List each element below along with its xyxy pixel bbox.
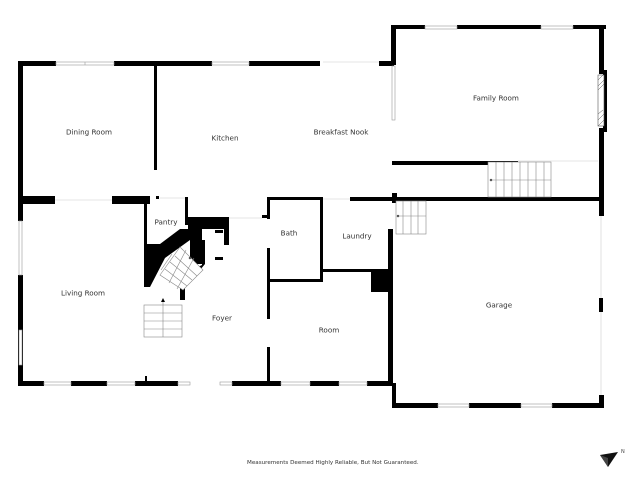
room-label-bath: Bath [280, 228, 298, 238]
room-label-pantry: Pantry [154, 217, 178, 227]
room-label-living-room: Living Room [60, 288, 106, 298]
room-label-garage: Garage [485, 300, 513, 310]
room-label-breakfast-nook: Breakfast Nook [313, 127, 369, 137]
room-label-room: Room [318, 325, 340, 335]
room-label-laundry: Laundry [342, 231, 372, 241]
windows [18, 25, 574, 408]
walls [18, 25, 607, 408]
room-label-foyer: Foyer [212, 313, 232, 323]
stairs [143, 161, 552, 338]
door-openings [55, 61, 602, 395]
room-label-family-room: Family Room [473, 93, 519, 103]
fireplace [597, 74, 605, 127]
room-label-kitchen: Kitchen [211, 133, 239, 143]
disclaimer-text: Measurements Deemed Highly Reliable, But… [247, 460, 419, 466]
compass-label: N [621, 449, 625, 455]
north-arrow-icon [600, 452, 618, 467]
room-label-dining-room: Dining Room [66, 127, 112, 137]
